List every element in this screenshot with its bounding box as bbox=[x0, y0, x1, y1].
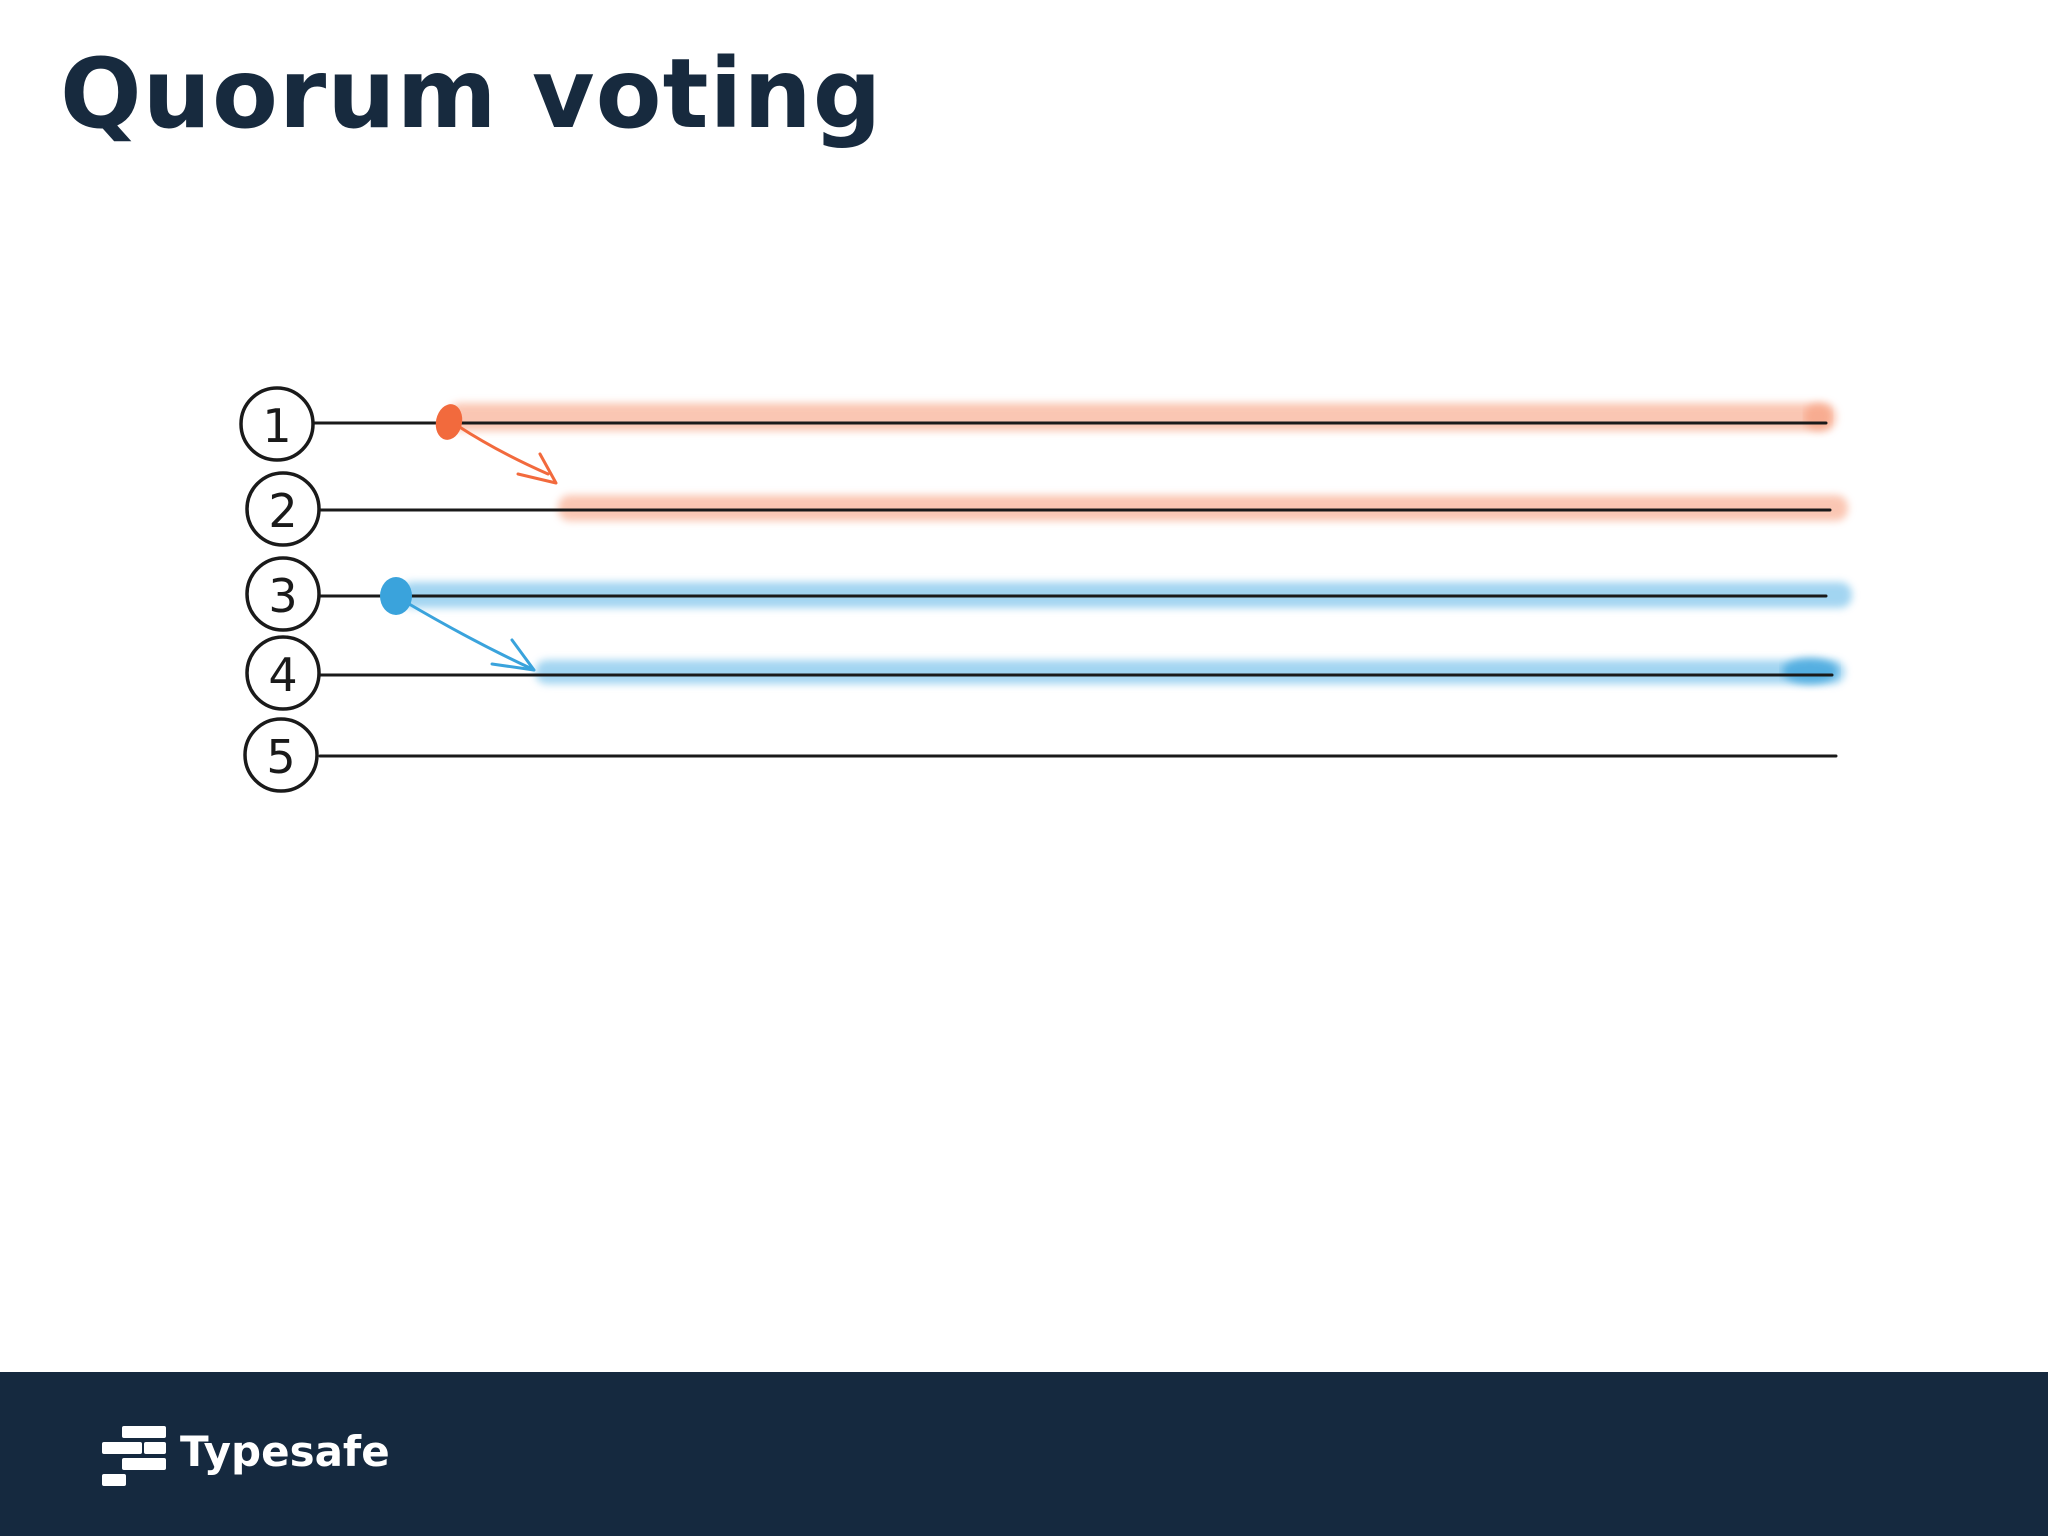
node-1-highlight-end bbox=[1804, 403, 1832, 431]
slide-title: Quorum voting bbox=[60, 38, 883, 150]
node-label-4: 4 bbox=[268, 648, 297, 702]
footer-bar: Typesafe bbox=[0, 1372, 2048, 1536]
blue-vote-arrow bbox=[402, 599, 536, 672]
quorum-diagram: 1 2 3 4 5 bbox=[239, 386, 1852, 793]
node-1-highlight bbox=[448, 403, 1836, 431]
node-label-1: 1 bbox=[262, 399, 291, 453]
orange-vote-arrow bbox=[456, 424, 558, 485]
brand-name: Typesafe bbox=[180, 1427, 390, 1476]
node-labels: 1 2 3 4 5 bbox=[262, 399, 297, 784]
timelines bbox=[312, 421, 1838, 758]
node-circle-3 bbox=[245, 556, 321, 632]
node-circle-2 bbox=[245, 471, 321, 547]
node-label-3: 3 bbox=[268, 569, 297, 623]
typesafe-logo-icon bbox=[102, 1426, 166, 1486]
node-label-2: 2 bbox=[268, 484, 297, 538]
node-4-highlight bbox=[535, 660, 1845, 684]
highlight-bands bbox=[400, 403, 1852, 684]
node-2-highlight bbox=[558, 495, 1848, 521]
node-circles bbox=[239, 386, 321, 793]
node-label-5: 5 bbox=[266, 730, 295, 784]
blue-vote-origin-dot bbox=[380, 577, 412, 615]
node-4-highlight-end bbox=[1782, 658, 1838, 684]
node-circle-1 bbox=[239, 386, 315, 462]
node-circle-4 bbox=[245, 635, 321, 711]
node-circle-5 bbox=[243, 717, 319, 793]
orange-vote-origin-dot bbox=[435, 404, 463, 440]
